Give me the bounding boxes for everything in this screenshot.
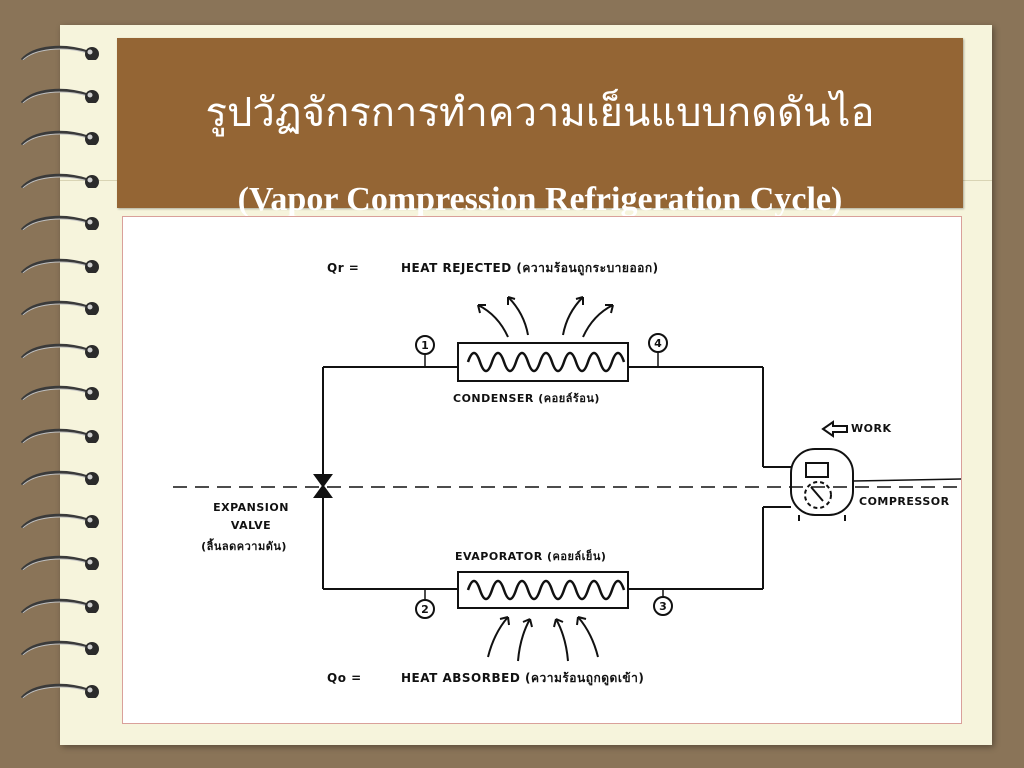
evaporator-coil [466, 579, 626, 601]
spiral-ring [20, 300, 99, 315]
spiral-ring [20, 640, 99, 655]
heat-absorbed-symbol: Qo = [327, 671, 362, 685]
expansion-valve-label-line3: (ลิ้นลดความดัน) [201, 540, 287, 553]
heat-out-arrow-3 [562, 296, 584, 336]
point-1-number: 1 [421, 339, 429, 352]
spiral-ring [20, 343, 99, 358]
work-label: WORK [851, 422, 892, 435]
heat-out-arrowhead-2 [507, 296, 516, 305]
spiral-ring [20, 683, 99, 698]
heat-rejected-symbol: Qr = [327, 261, 360, 275]
condenser-coil [466, 351, 626, 373]
spiral-ring [20, 385, 99, 400]
heat-out-arrowhead-4 [605, 304, 614, 314]
heat-absorbed-label: HEAT ABSORBED (ความร้อนถูกดูดเข้า) [401, 671, 645, 685]
spiral-ring [20, 555, 99, 570]
title-box: รูปวัฏจักรการทำความเย็นแบบกดดันไอ (Vapor… [117, 38, 963, 218]
spiral-ring [20, 130, 99, 145]
spiral-ring [20, 428, 99, 443]
heat-in-arrowhead-3 [553, 618, 564, 628]
heat-out-arrow-1 [477, 304, 509, 338]
point-4-number: 4 [654, 337, 662, 350]
spiral-ring [20, 173, 99, 188]
heat-in-arrow-1 [487, 616, 509, 658]
spiral-ring [20, 45, 99, 60]
condenser-label: CONDENSER (คอยล์ร้อน) [453, 392, 600, 405]
title-english: (Vapor Compression Refrigeration Cycle) [237, 181, 843, 218]
spiral-ring [20, 470, 99, 485]
expansion-valve-label-line2: VALVE [230, 519, 272, 532]
spiral-ring [20, 513, 99, 528]
heat-out-arrow-4 [582, 304, 614, 338]
heat-out-arrowhead-3 [575, 296, 584, 305]
refrigeration-cycle-diagram: 1 2 3 4 Qr = HEAT REJECTED (ความร้อนถูกร… [122, 216, 962, 724]
evaporator-box [457, 571, 629, 609]
heat-in-arrow-4 [577, 616, 599, 658]
spiral-ring [20, 598, 99, 613]
expansion-valve-symbol [313, 474, 333, 498]
heat-in-arrowhead-4 [576, 616, 587, 626]
spiral-ring [20, 215, 99, 230]
evaporator-label: EVAPORATOR (คอยล์เย็น) [455, 550, 607, 563]
spiral-ring [20, 88, 99, 103]
spiral-ring [20, 258, 99, 273]
compressor-window [805, 462, 829, 478]
compressor-label: COMPRESSOR [859, 495, 950, 508]
diagram-drawing: 1 2 3 4 [173, 296, 961, 662]
heat-rejected-label: HEAT REJECTED (ความร้อนถูกระบายออก) [401, 261, 659, 275]
condenser-box [457, 342, 629, 382]
title-thai: รูปวัฏจักรการทำความเย็นแบบกดดันไอ [205, 90, 875, 136]
heat-in-arrowhead-1 [499, 616, 510, 626]
work-arrow [821, 420, 848, 438]
expansion-valve-label-line1: EXPANSION [213, 501, 289, 514]
heat-in-arrow-2 [517, 618, 531, 662]
point-2-number: 2 [421, 603, 429, 616]
compressor-body [790, 448, 854, 516]
compressor-rotor [804, 481, 832, 509]
heat-in-arrowhead-2 [522, 618, 533, 628]
point-3-number: 3 [659, 600, 667, 613]
heat-out-arrow-2 [507, 296, 529, 336]
heat-in-arrow-3 [555, 618, 569, 662]
heat-out-arrowhead-1 [477, 304, 486, 314]
compressor-piston [810, 486, 824, 502]
compressor-extension-line [852, 478, 961, 482]
